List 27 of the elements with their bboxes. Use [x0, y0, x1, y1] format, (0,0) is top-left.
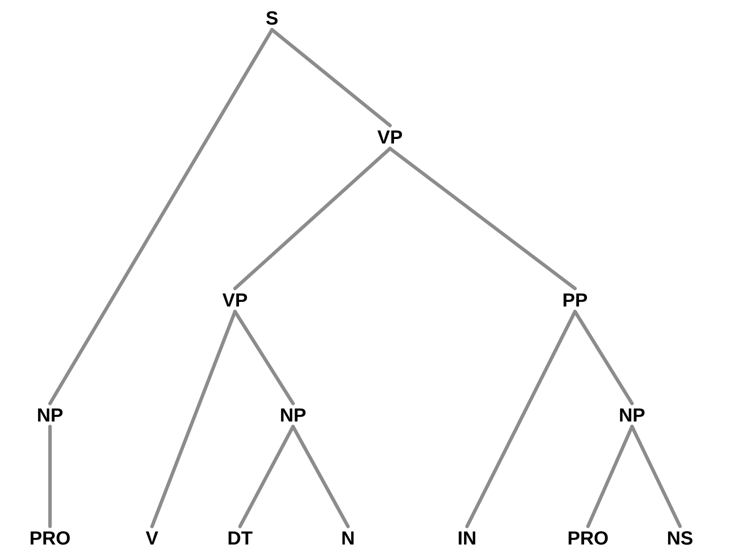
tree-branch [150, 310, 237, 528]
category-label: VP [377, 130, 402, 144]
category-label: VP [222, 293, 248, 307]
category-label: PRO [30, 531, 70, 545]
category-label: PRO [568, 531, 608, 545]
tree-branch [238, 424, 295, 528]
category-label: NS [668, 531, 692, 545]
tree-branch [233, 310, 295, 406]
category-label: PP [564, 293, 588, 307]
category-label: IN [458, 531, 476, 545]
category-label: S [266, 11, 278, 25]
tree-branch [48, 28, 274, 406]
tree-branch [48, 424, 52, 528]
tree-branch [630, 424, 682, 528]
tree-branch [573, 310, 634, 406]
tree-branch [233, 146, 392, 290]
tree-branch [586, 424, 634, 528]
tree-branch [291, 424, 350, 528]
category-label: NP [38, 408, 63, 422]
tree-branch [270, 28, 392, 128]
tree-branch [388, 146, 577, 290]
category-label: V [146, 531, 158, 545]
category-label: NP [281, 408, 306, 422]
category-label: NP [620, 408, 645, 422]
tree-branch [465, 310, 577, 528]
category-label: DT [228, 531, 252, 545]
category-label: N [342, 531, 354, 545]
